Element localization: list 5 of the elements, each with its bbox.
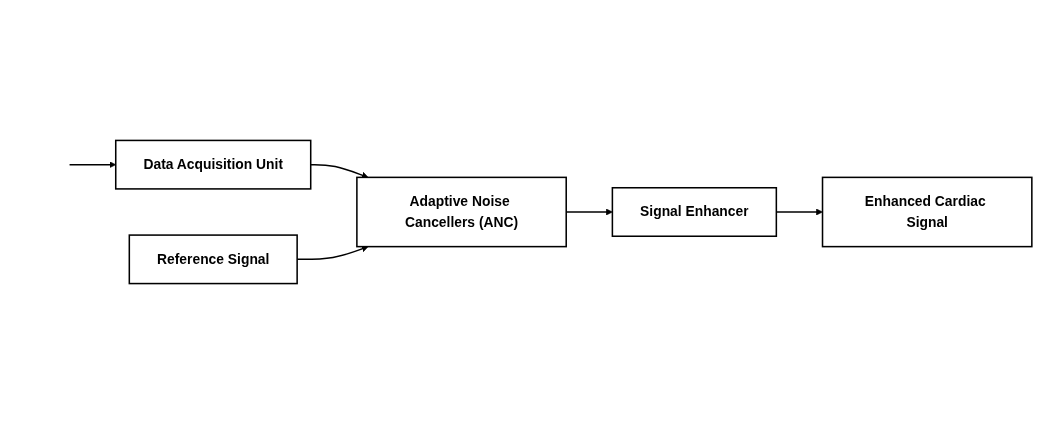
node-box: Reference Signal [128,233,298,284]
node-box: Adaptive Noise Cancellers (ANC) [356,176,567,247]
node-box: Enhanced Cardiac Signal [821,176,1033,247]
node-box: Signal Enhancer [611,186,778,237]
node-box: Data Acquisition Unit [114,139,312,190]
